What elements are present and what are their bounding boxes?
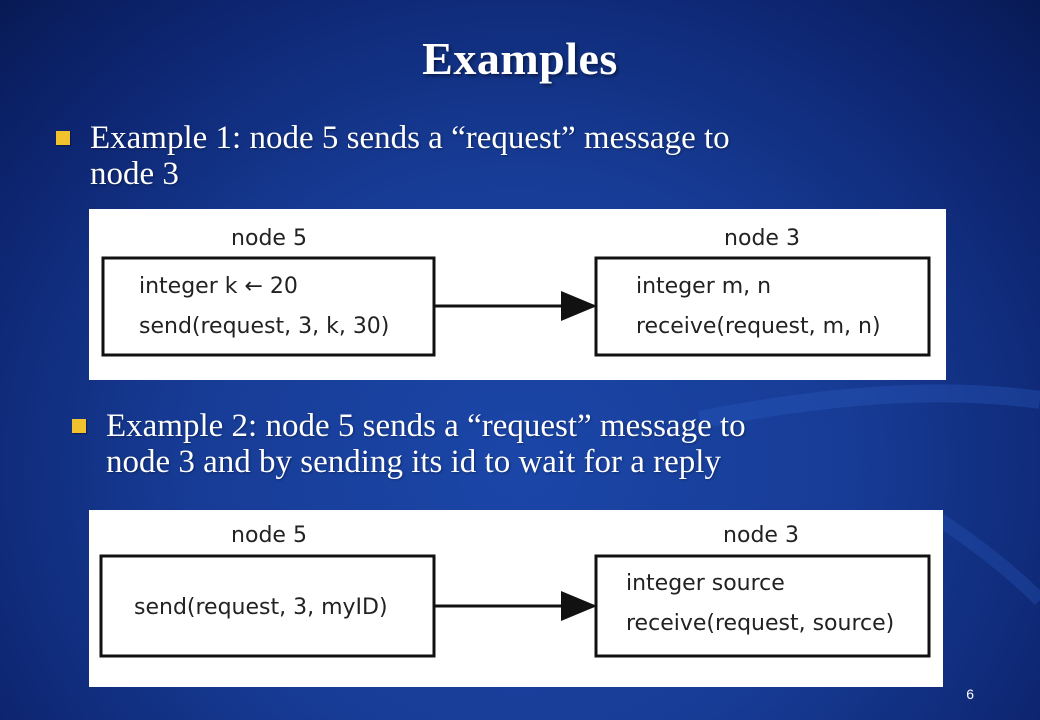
receiver-code-line: integer m, n xyxy=(636,274,771,299)
sender-node-label: node 5 xyxy=(231,226,307,251)
sender-node-label: node 5 xyxy=(231,523,307,548)
bullet-example-1: Example 1: node 5 sends a “request” mess… xyxy=(56,120,730,192)
sender-code-line: send(request, 3, myID) xyxy=(134,595,388,620)
bullet-text-line: Example 1: node 5 sends a “request” mess… xyxy=(90,120,730,156)
slide-title: Examples xyxy=(422,33,618,84)
receiver-node-label: node 3 xyxy=(724,226,800,251)
bullet-text-line: node 3 and by sending its id to wait for… xyxy=(106,444,721,480)
bullet-square-icon xyxy=(56,131,70,145)
sender-node-box xyxy=(101,256,436,357)
diagram-example-2: node 5 node 3 send(request, 3, myID) int… xyxy=(89,510,943,687)
bullet-text-line: node 3 xyxy=(90,156,179,192)
sender-code-line: integer k ← 20 xyxy=(139,274,298,299)
page-number: 6 xyxy=(966,686,974,702)
bullet-example-2: Example 2: node 5 sends a “request” mess… xyxy=(72,408,746,480)
sender-code-line: send(request, 3, k, 30) xyxy=(139,314,389,339)
receiver-code-line: receive(request, source) xyxy=(626,611,894,636)
receiver-node-box xyxy=(594,256,931,357)
receiver-code-line: integer source xyxy=(626,571,785,596)
bullet-text-line: Example 2: node 5 sends a “request” mess… xyxy=(106,408,746,444)
diagram-example-1: node 5 node 3 integer k ← 20 send(reques… xyxy=(89,209,946,380)
receiver-node-label: node 3 xyxy=(723,523,799,548)
receiver-code-line: receive(request, m, n) xyxy=(636,314,881,339)
bullet-square-icon xyxy=(72,419,86,433)
